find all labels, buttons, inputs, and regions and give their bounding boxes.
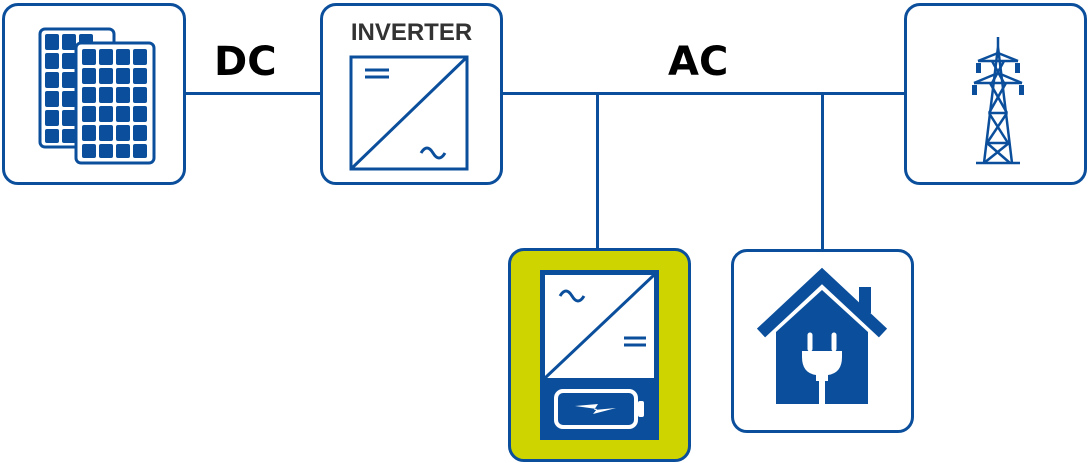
ac-label: AC <box>668 39 729 85</box>
grid-node[interactable] <box>904 3 1087 185</box>
dc-connection-line <box>186 92 320 95</box>
house-plug-icon <box>756 267 888 404</box>
house-drop-line <box>821 93 824 250</box>
power-tower-icon <box>972 37 1024 165</box>
battery-inverter-icon <box>540 270 659 440</box>
dc-label: DC <box>214 39 277 85</box>
inverter-node[interactable]: INVERTER <box>320 3 503 185</box>
battery-drop-line <box>596 93 599 249</box>
battery-inverter-node[interactable] <box>508 248 691 462</box>
ac-bus-line <box>503 92 905 95</box>
solar-panel-icon <box>38 27 156 165</box>
house-node[interactable] <box>731 249 914 433</box>
solar-panels-node[interactable] <box>2 3 186 185</box>
inverter-icon <box>349 55 469 171</box>
inverter-title: INVERTER <box>350 19 473 46</box>
